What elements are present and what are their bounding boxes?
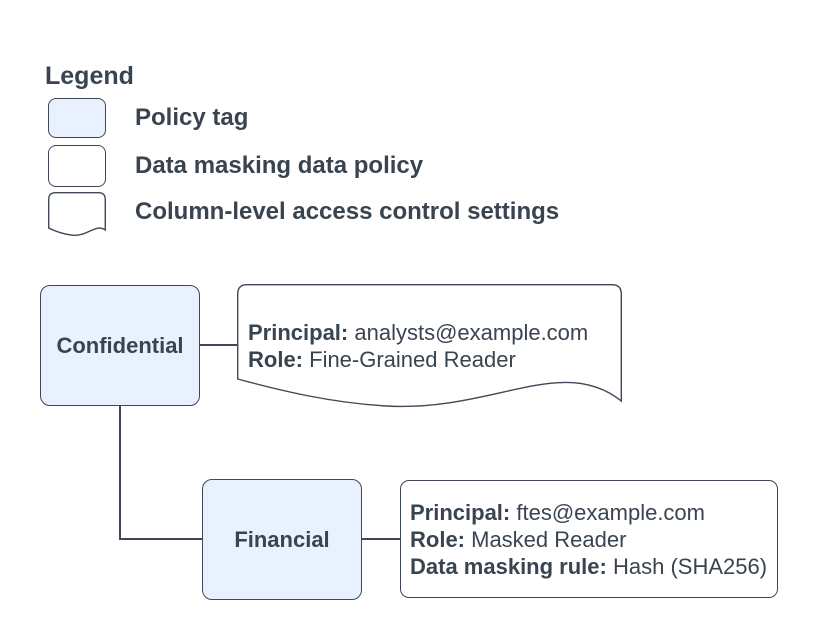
node-financial: Financial bbox=[202, 479, 362, 600]
policy-row: Principal: ftes@example.com bbox=[410, 499, 777, 526]
connector-financial-to-policy bbox=[362, 538, 400, 540]
document-shape-confidential-policy bbox=[237, 284, 622, 408]
policy-row-value: Hash (SHA256) bbox=[612, 553, 768, 579]
policy-row: Role: Fine-Grained Reader bbox=[248, 346, 588, 373]
policy-row-label: Principal: bbox=[248, 320, 349, 345]
rect-financial-policy: Principal: ftes@example.com Role: Masked… bbox=[400, 480, 778, 598]
policy-row-value: Masked Reader bbox=[471, 526, 627, 552]
policy-row: Data masking rule: Hash (SHA256) bbox=[410, 553, 777, 580]
connector-confidential-to-financial-horizontal bbox=[119, 538, 203, 540]
connector-confidential-to-policy bbox=[200, 344, 237, 346]
node-financial-label: Financial bbox=[234, 526, 330, 552]
legend-title: Legend bbox=[45, 62, 134, 90]
policy-row-label: Role: bbox=[410, 526, 465, 552]
policy-tag-swatch bbox=[48, 98, 106, 138]
document-swatch bbox=[48, 192, 106, 236]
policy-row-value: ftes@example.com bbox=[516, 499, 705, 525]
legend-label-policy-tag: Policy tag bbox=[135, 104, 249, 131]
connector-confidential-to-financial-vertical bbox=[119, 405, 121, 539]
legend-label-column-access: Column-level access control settings bbox=[135, 198, 560, 225]
node-confidential-label: Confidential bbox=[56, 332, 184, 358]
policy-row-label: Principal: bbox=[410, 499, 511, 525]
policy-row: Principal: analysts@example.com bbox=[248, 319, 588, 346]
confidential-policy-text: Principal: analysts@example.com Role: Fi… bbox=[248, 319, 588, 373]
policy-row-value: Fine-Grained Reader bbox=[309, 347, 516, 372]
policy-row-value: analysts@example.com bbox=[354, 320, 589, 345]
node-confidential: Confidential bbox=[40, 285, 200, 406]
policy-row-label: Role: bbox=[248, 347, 303, 372]
policy-row-label: Data masking rule: bbox=[410, 553, 607, 579]
legend-label-data-masking-policy: Data masking data policy bbox=[135, 152, 424, 179]
data-masking-policy-swatch bbox=[48, 145, 106, 187]
policy-row: Role: Masked Reader bbox=[410, 526, 777, 553]
